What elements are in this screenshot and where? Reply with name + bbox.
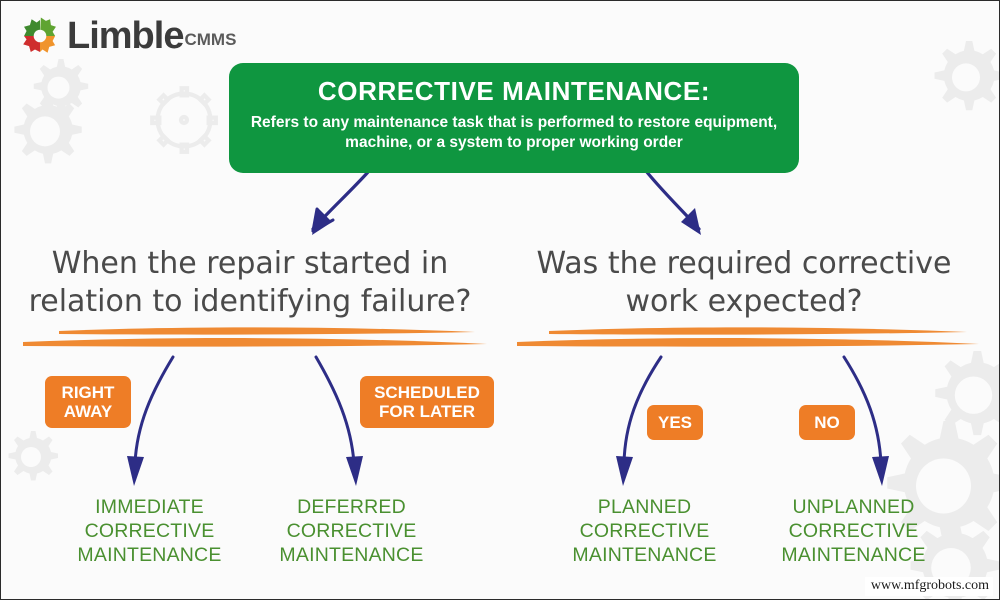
question-left: When the repair started in relation to i… bbox=[28, 246, 472, 320]
badge-yes[interactable]: YES bbox=[647, 405, 703, 441]
arrow-to-immediate bbox=[133, 355, 175, 465]
header-title: CORRECTIVE MAINTENANCE: bbox=[317, 76, 711, 106]
arrow-header-to-right-question bbox=[644, 169, 701, 231]
outcome-immediate-corrective-maintenance: IMMEDIATE CORRECTIVE MAINTENANCE bbox=[77, 496, 222, 567]
limble-logo[interactable]: Limble CMMS bbox=[19, 15, 236, 57]
outcome-unplanned-corrective-maintenance: UNPLANNED CORRECTIVE MAINTENANCE bbox=[781, 496, 926, 567]
question-right: Was the required corrective work expecte… bbox=[536, 246, 952, 320]
left-question-underline bbox=[23, 327, 487, 347]
logo-suffix: CMMS bbox=[184, 30, 237, 49]
badge-right-away[interactable]: RIGHT AWAY bbox=[45, 376, 131, 429]
logo-wordmark: Limble bbox=[67, 15, 184, 57]
outcome-planned-corrective-maintenance: PLANNED CORRECTIVE MAINTENANCE bbox=[572, 496, 717, 567]
outcome-deferred-corrective-maintenance: DEFERRED CORRECTIVE MAINTENANCE bbox=[279, 496, 424, 567]
source-watermark: www.mfgrobots.com bbox=[864, 577, 993, 596]
arrow-to-deferred bbox=[314, 355, 356, 465]
badge-no[interactable]: NO bbox=[799, 405, 855, 441]
gear-logo-icon bbox=[19, 15, 61, 57]
badge-scheduled-for-later[interactable]: SCHEDULED FOR LATER bbox=[360, 376, 494, 429]
right-question-underline bbox=[517, 327, 979, 347]
arrow-header-to-left-question bbox=[311, 169, 371, 233]
corrective-maintenance-header-box: CORRECTIVE MAINTENANCE: Refers to any ma… bbox=[229, 63, 799, 173]
header-description: Refers to any maintenance task that is p… bbox=[250, 113, 778, 151]
